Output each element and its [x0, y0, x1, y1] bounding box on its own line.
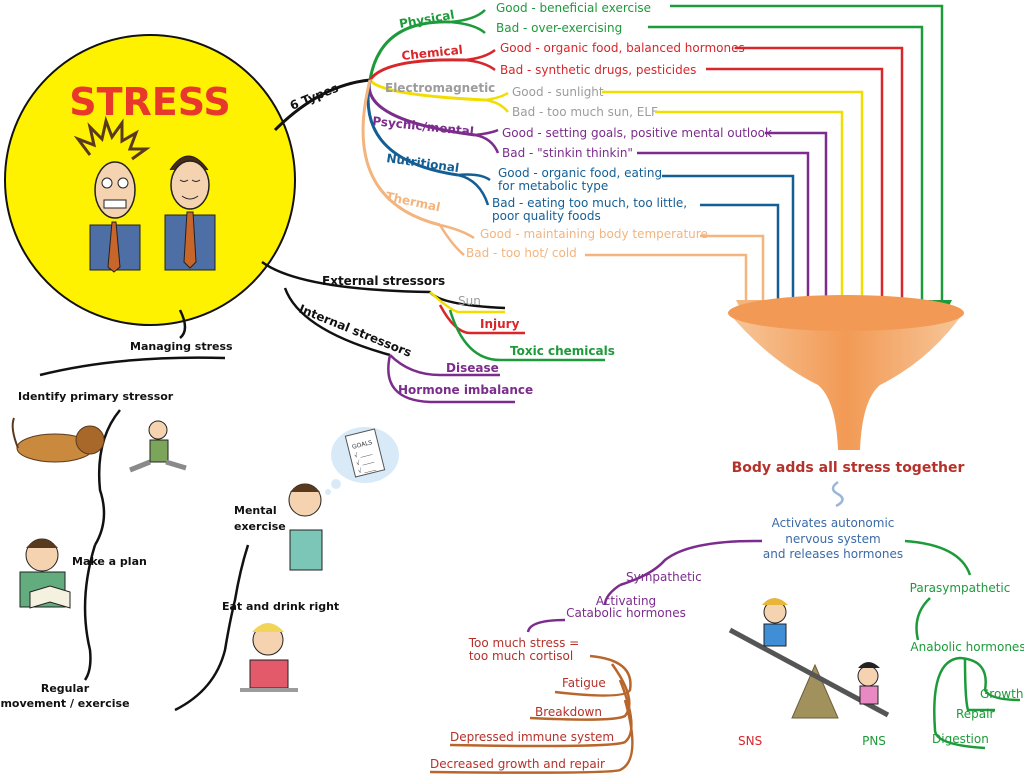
- effect-repair: Repair: [956, 707, 994, 721]
- goals-check-3: √ ____: [357, 464, 377, 475]
- internal-disease: Disease: [446, 361, 499, 375]
- activating-line-1: Activating: [596, 594, 656, 608]
- goals-check-2: √ ____: [356, 456, 376, 467]
- effect-depressed-immune: Depressed immune system: [450, 730, 614, 744]
- type-electromagnetic: Electromagnetic: [385, 81, 495, 95]
- nutritional-bad-1: Bad - eating too much, too little,: [492, 196, 687, 210]
- eat-drink-label: Eat and drink right: [222, 600, 339, 613]
- autonomic-line-1: Activates autonomic: [772, 516, 895, 530]
- stress-title: STRESS: [69, 80, 231, 124]
- woman-eating-illustration: [240, 623, 298, 692]
- chemical-good: Good - organic food, balanced hormones: [500, 41, 745, 55]
- nutritional-good-2: for metabolic type: [498, 179, 608, 193]
- stress-circle: STRESS: [4, 34, 296, 326]
- type-chemical: Chemical: [401, 43, 464, 63]
- seesaw-sns: SNS: [738, 734, 762, 748]
- seesaw-pns: PNS: [862, 734, 886, 748]
- psychic-bad: Bad - "stinkin thinkin": [502, 146, 633, 160]
- lion-chasing-man-illustration: [11, 417, 187, 473]
- autonomic-line-3: and releases hormones: [763, 547, 903, 561]
- too-much-line-2: too much cortisol: [469, 649, 573, 663]
- effect-fatigue: Fatigue: [562, 676, 606, 690]
- managing-stress-label: Managing stress: [130, 340, 233, 353]
- external-sun: Sun: [458, 294, 481, 308]
- type-nutritional: Nutritional: [386, 151, 460, 175]
- goals-title: GOALS: [351, 439, 373, 451]
- too-much-line-1: Too much stress =: [468, 636, 579, 650]
- regular-line-1: Regular: [41, 682, 90, 695]
- funnel-arrows: [585, 4, 952, 320]
- electromagnetic-good: Good - sunlight: [512, 85, 604, 99]
- external-stressors-label: External stressors: [322, 274, 445, 288]
- internal-stressors-label: Internal stressors: [297, 302, 414, 360]
- goals-check-1: √ ____: [354, 448, 374, 459]
- parasympathetic-effect-branches: [933, 656, 1021, 750]
- nutritional-bad-2: poor quality foods: [492, 209, 601, 223]
- regular-line-2: movement / exercise: [0, 697, 129, 710]
- type-thermal: Thermal: [384, 189, 441, 214]
- funnel-caption: Body adds all stress together: [732, 460, 965, 476]
- autonomic-line-2: nervous system: [785, 532, 880, 546]
- sympathetic-label: Sympathetic: [626, 570, 702, 584]
- man-reading-plan-illustration: [19, 538, 71, 609]
- effect-digestion: Digestion: [932, 732, 989, 746]
- physical-good: Good - beneficial exercise: [496, 1, 651, 15]
- chemical-bad: Bad - synthetic drugs, pesticides: [500, 63, 696, 77]
- effect-growth: Growth: [980, 687, 1023, 701]
- sympathetic-effect-branches: [429, 654, 634, 774]
- mental-line-2: exercise: [234, 520, 286, 533]
- parasympathetic-label: Parasympathetic: [910, 581, 1011, 595]
- electromagnetic-bad: Bad - too much sun, ELF: [512, 105, 658, 119]
- six-types-label: 6 Types: [288, 81, 341, 113]
- thermal-good: Good - maintaining body temperature: [480, 227, 708, 241]
- mental-line-1: Mental: [234, 504, 277, 517]
- physical-bad: Bad - over-exercising: [496, 21, 622, 35]
- nutritional-good-1: Good - organic food, eating: [498, 166, 662, 180]
- effect-decreased-growth: Decreased growth and repair: [430, 757, 605, 771]
- external-injury: Injury: [480, 317, 520, 331]
- psychic-good: Good - setting goals, positive mental ou…: [502, 126, 772, 140]
- external-toxic-chemicals: Toxic chemicals: [510, 344, 615, 358]
- type-psychic-mental: Psychic/mental: [372, 114, 475, 139]
- internal-hormone-imbalance: Hormone imbalance: [398, 383, 533, 397]
- type-physical: Physical: [398, 7, 455, 30]
- anabolic-label: Anabolic hormones: [910, 640, 1024, 654]
- seesaw-illustration: [728, 598, 890, 719]
- man-thinking-illustration: GOALS √ ____ √ ____ √ ____: [288, 427, 399, 571]
- make-a-plan-label: Make a plan: [72, 555, 147, 568]
- effect-breakdown: Breakdown: [535, 705, 602, 719]
- thermal-bad: Bad - too hot/ cold: [466, 246, 577, 260]
- activating-line-2: Catabolic hormones: [566, 606, 686, 620]
- calm-man-illustration: [164, 155, 216, 271]
- stressed-man-illustration: [73, 115, 151, 273]
- identify-stressor-label: Identify primary stressor: [18, 390, 174, 403]
- stress-funnel: [728, 295, 964, 450]
